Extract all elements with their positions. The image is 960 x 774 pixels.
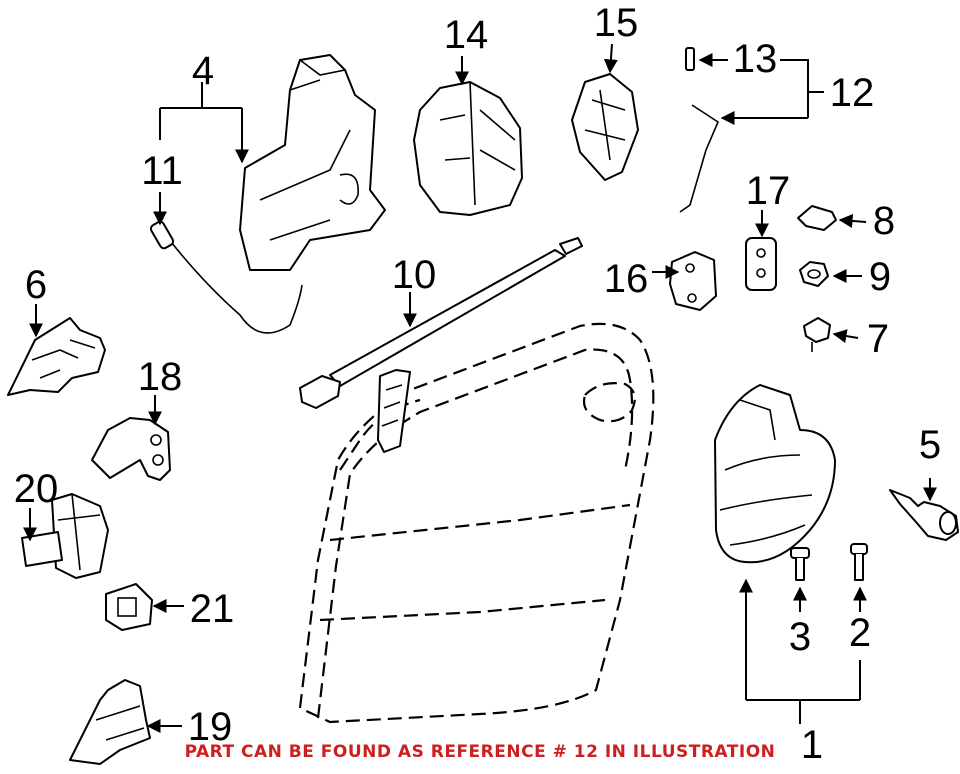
actuator-cover xyxy=(571,73,639,181)
callout-16: 16 xyxy=(604,257,649,301)
callout-18: 18 xyxy=(138,355,183,399)
trim-cover xyxy=(7,317,106,396)
callout-20: 20 xyxy=(14,467,59,511)
callout-7: 7 xyxy=(867,317,889,361)
callout-9: 9 xyxy=(869,255,891,299)
lock-rod xyxy=(679,104,719,213)
door-shell-outline xyxy=(298,322,655,724)
striker-shim xyxy=(745,237,777,291)
callout-6: 6 xyxy=(25,263,47,307)
door-lock-bracket xyxy=(239,54,386,271)
callout-14: 14 xyxy=(444,13,489,57)
rubber-bumper xyxy=(105,583,153,631)
callout-15: 15 xyxy=(594,1,639,45)
door-lock-actuator xyxy=(413,81,523,216)
lower-door-hinge xyxy=(69,679,151,765)
callout-1: 1 xyxy=(801,723,823,767)
callout-2: 2 xyxy=(849,611,871,655)
rod-clip xyxy=(685,47,695,71)
door-striker xyxy=(669,251,717,311)
outside-door-handle xyxy=(714,384,836,564)
callout-13: 13 xyxy=(733,37,778,81)
callout-4: 4 xyxy=(192,49,214,93)
callout-5: 5 xyxy=(919,423,941,467)
bolt-7 xyxy=(803,317,831,352)
upper-door-hinge xyxy=(91,417,171,481)
callout-3: 3 xyxy=(789,615,811,659)
callout-10: 10 xyxy=(392,253,437,297)
door-glass-channel xyxy=(377,369,411,453)
callout-21: 21 xyxy=(190,587,235,631)
bolt-3 xyxy=(790,547,810,581)
callout-19: 19 xyxy=(188,705,233,749)
callout-8: 8 xyxy=(873,199,895,243)
callout-11: 11 xyxy=(141,149,183,193)
callout-17: 17 xyxy=(746,169,791,213)
lock-cylinder xyxy=(889,489,959,541)
clip-nut xyxy=(797,205,837,231)
callout-12: 12 xyxy=(830,71,875,115)
leader-lines xyxy=(23,43,937,733)
bolt-2 xyxy=(850,543,868,581)
hex-nut xyxy=(799,261,829,287)
reference-note: PART CAN BE FOUND AS REFERENCE # 12 IN I… xyxy=(184,742,776,762)
door-check-strap xyxy=(299,237,583,409)
